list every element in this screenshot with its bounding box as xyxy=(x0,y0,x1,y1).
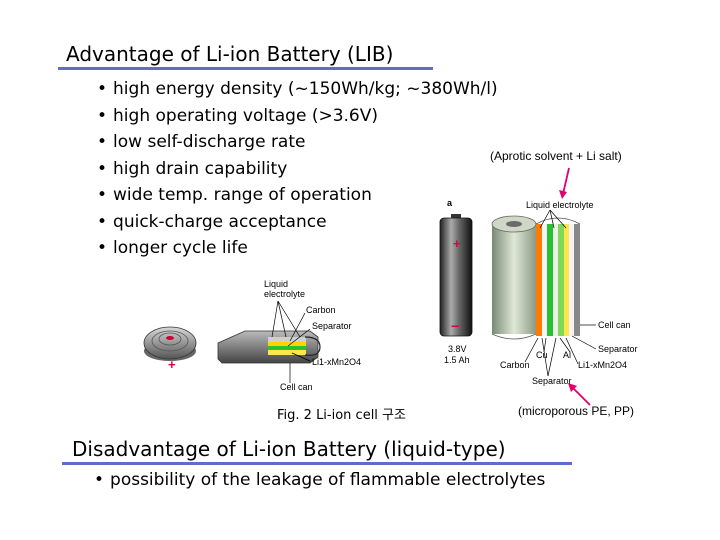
cylinder-panel-label: a xyxy=(447,198,453,208)
list-item: longer cycle life xyxy=(97,235,498,262)
coin-plus-sign: + xyxy=(168,357,176,372)
pink-arrow-bottom xyxy=(568,383,591,406)
pink-arrow-top xyxy=(559,167,570,199)
coin-label-carbon: Carbon xyxy=(306,305,336,315)
coin-label-separator: Separator xyxy=(312,321,352,331)
cyl-label-carbon: Carbon xyxy=(500,360,530,370)
figure-caption: Fig. 2 Li-ion cell 구조 xyxy=(277,408,406,423)
list-item: possibility of the leakage of flammable … xyxy=(94,467,545,494)
list-item: low self-discharge rate xyxy=(97,129,498,156)
cyl-label-cu: Cu xyxy=(536,350,548,360)
coin-label-cell-can: Cell can xyxy=(280,382,313,392)
coin-cell-figure: + Liquid electrolyte Carbon Separator Li… xyxy=(140,275,380,395)
advantage-underline xyxy=(58,67,433,70)
cyl-label-separator-bottom: Separator xyxy=(532,376,572,386)
cylinder-capacity: 1.5 Ah xyxy=(444,355,470,365)
disadvantage-list: possibility of the leakage of flammable … xyxy=(94,467,545,494)
coin-cell-drawing xyxy=(143,300,321,383)
coin-label-cathode: Li1-xMn2O4 xyxy=(312,357,362,367)
cyl-label-cathode: Li1-xMn2O4 xyxy=(578,360,628,370)
cylinder-minus-sign: − xyxy=(451,318,460,334)
aprotic-note: (Aprotic solvent + Li salt) xyxy=(490,149,622,163)
disadvantage-title: Disadvantage of Li-ion Battery (liquid-t… xyxy=(72,437,506,461)
coin-label-liquid-electrolyte: Liquid electrolyte xyxy=(264,279,306,299)
advantage-title: Advantage of Li-ion Battery (LIB) xyxy=(66,42,394,66)
list-item: high drain capability xyxy=(97,156,498,183)
cylinder-plus-sign: + xyxy=(453,236,461,251)
cylinder-cell-figure: a + − 3.8V 1.5 Ah Liquid electrolyte Cel… xyxy=(420,194,660,399)
cylinder-voltage: 3.8V xyxy=(448,344,467,354)
disadvantage-underline xyxy=(62,462,572,465)
advantage-list: high energy density (~150Wh/kg; ~380Wh/l… xyxy=(97,76,498,262)
list-item: wide temp. range of operation xyxy=(97,182,498,209)
cylinder-cell-drawing xyxy=(439,209,597,377)
cyl-label-separator-right: Separator xyxy=(598,344,638,354)
list-item: high operating voltage (>3.6V) xyxy=(97,103,498,130)
cyl-label-cell-can: Cell can xyxy=(598,320,631,330)
list-item: high energy density (~150Wh/kg; ~380Wh/l… xyxy=(97,76,498,103)
list-item: quick-charge acceptance xyxy=(97,209,498,236)
microporous-note: (microporous PE, PP) xyxy=(518,404,635,418)
cyl-label-al: Al xyxy=(563,350,572,360)
cyl-label-liquid-electrolyte: Liquid electrolyte xyxy=(526,200,594,210)
